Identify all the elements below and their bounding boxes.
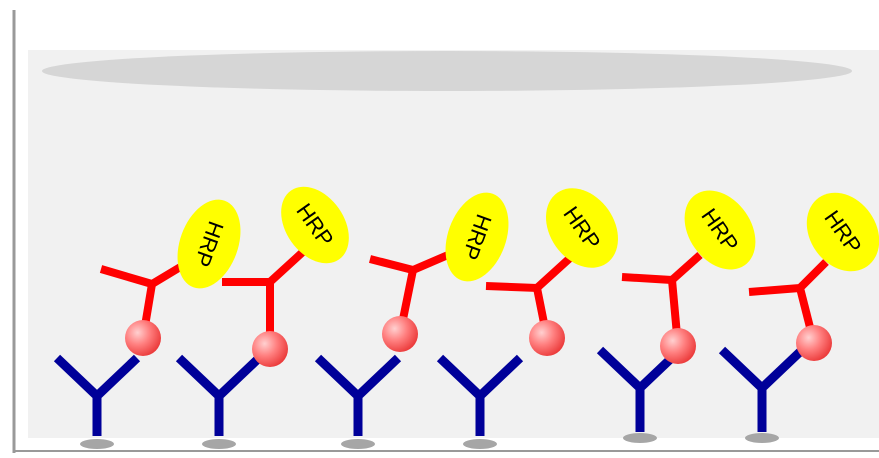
antigen-sphere	[660, 328, 696, 364]
well-top-ellipse	[42, 51, 852, 91]
capture-antibody	[314, 354, 402, 449]
hrp-enzyme: HRP	[177, 199, 241, 289]
surface-dot	[341, 439, 375, 449]
hrp-ellipse	[806, 192, 879, 272]
surface-dot	[463, 439, 497, 449]
detection-antibody-arms	[748, 259, 829, 296]
detection-antibody-arms	[621, 252, 703, 285]
detection-antibody-arms	[99, 259, 190, 289]
detection-complex: HRP	[369, 192, 509, 352]
antigen-sphere	[529, 320, 565, 356]
capture-antibody	[53, 354, 141, 449]
detection-complex: HRP	[99, 199, 241, 356]
hrp-enzyme: HRP	[546, 188, 618, 268]
surface-dot	[202, 439, 236, 449]
surface-dot	[745, 433, 779, 443]
surface-dot	[80, 439, 114, 449]
detection-antibody-arms	[222, 247, 308, 286]
hrp-enzyme: HRP	[445, 192, 509, 282]
detection-complex: HRP	[748, 192, 879, 361]
capture-antibody	[718, 346, 806, 443]
capture-antibody	[175, 354, 263, 449]
detection-complex: HRP	[222, 186, 349, 367]
antigen-sphere	[796, 325, 832, 361]
hrp-enzyme: HRP	[806, 192, 879, 272]
hrp-enzyme: HRP	[684, 190, 756, 270]
hrp-ellipse	[177, 199, 241, 289]
detection-antibody-arms	[485, 255, 573, 293]
detection-antibody-arms	[369, 248, 457, 275]
capture-antibody	[436, 354, 524, 449]
antigen-sphere	[125, 320, 161, 356]
hrp-enzyme: HRP	[281, 186, 349, 264]
hrp-ellipse	[684, 190, 756, 270]
hrp-ellipse	[546, 188, 618, 268]
hrp-ellipse	[281, 186, 349, 264]
detection-complex: HRP	[621, 190, 756, 364]
antigen-sphere	[252, 331, 288, 367]
capture-antibody-layer	[53, 346, 806, 449]
antigen-sphere	[382, 316, 418, 352]
detection-complex: HRP	[485, 188, 618, 356]
capture-antibody	[596, 346, 684, 443]
detection-complex-layer: HRP HRP HRP HRP HRP HRP	[99, 186, 879, 367]
surface-dot	[623, 433, 657, 443]
hrp-ellipse	[445, 192, 509, 282]
